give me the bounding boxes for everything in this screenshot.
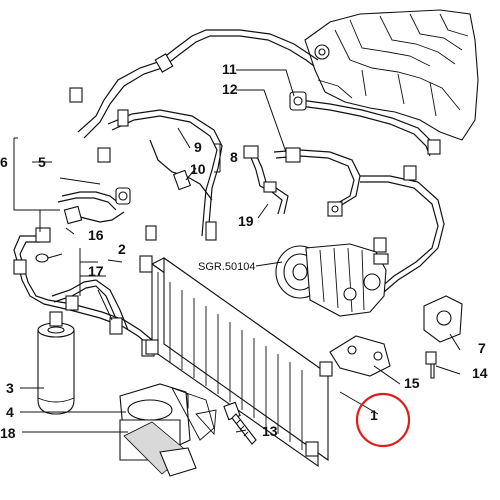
reference-code: SGR.50104 xyxy=(198,261,255,273)
sensor-bracket-7 xyxy=(423,295,463,379)
label-part-18: 18 xyxy=(0,425,16,441)
label-part-6: 6 xyxy=(0,154,8,170)
label-part-8: 8 xyxy=(230,149,238,165)
label-part-11: 11 xyxy=(222,61,237,77)
callout-labels: 1 2 3 4 5 6 7 8 9 10 11 12 13 14 15 16 1… xyxy=(0,61,488,441)
bolt-13 xyxy=(223,401,257,445)
label-part-9: 9 xyxy=(194,139,202,155)
bracket-15 xyxy=(329,335,391,377)
label-part-13: 13 xyxy=(262,423,278,439)
label-part-14: 14 xyxy=(472,365,488,381)
label-part-16: 16 xyxy=(88,227,104,243)
label-part-17: 17 xyxy=(88,263,104,279)
label-part-15: 15 xyxy=(404,375,420,391)
highlight-circle xyxy=(355,392,411,448)
label-part-10: 10 xyxy=(190,161,206,177)
label-part-1: 1 xyxy=(370,407,378,423)
drier-bracket xyxy=(119,383,217,477)
pipe-fittings xyxy=(13,53,441,357)
label-part-12: 12 xyxy=(222,81,238,97)
label-part-3: 3 xyxy=(6,380,14,396)
label-part-2: 2 xyxy=(118,241,126,257)
receiver-drier xyxy=(37,311,75,415)
label-part-4: 4 xyxy=(6,404,14,420)
engine-block-outline xyxy=(304,9,479,141)
label-part-7: 7 xyxy=(478,340,486,356)
label-part-5: 5 xyxy=(38,154,46,170)
compressor xyxy=(275,243,389,317)
label-part-19: 19 xyxy=(238,213,254,229)
leader-lines xyxy=(13,69,461,433)
